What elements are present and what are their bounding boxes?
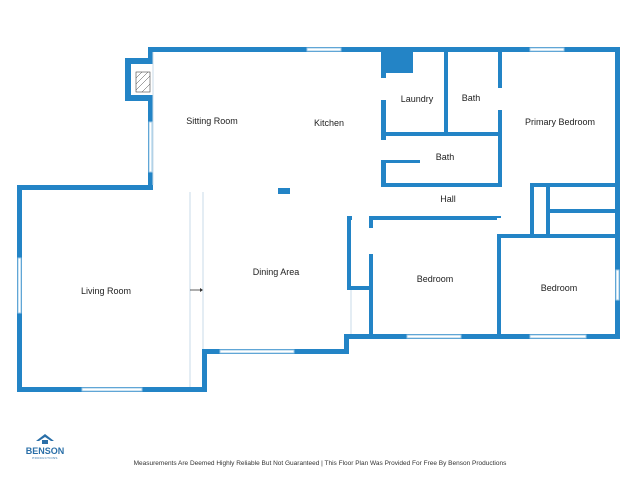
- wall-closet-bedroom-bottom: [347, 286, 373, 290]
- label-dining-area: Dining Area: [253, 267, 300, 277]
- wall-right: [615, 47, 620, 339]
- bath-fixture-line: [386, 160, 420, 163]
- window-dining: [219, 349, 295, 354]
- interior-walls: [152, 47, 620, 387]
- wall-left-upper: [148, 47, 153, 187]
- wall-bath-primary: [498, 47, 502, 187]
- logo-subtitle: PRODUCTIONS: [32, 456, 57, 460]
- wall-bottom-right: [347, 334, 620, 339]
- wall-living-top: [17, 185, 153, 190]
- wall-bedroom-divider: [497, 216, 501, 339]
- room-labels: Sitting Room Kitchen Laundry Bath Bath P…: [81, 93, 595, 296]
- label-sitting-room: Sitting Room: [186, 116, 238, 126]
- benson-logo: BENSON PRODUCTIONS: [26, 434, 65, 460]
- windows: [17, 47, 620, 392]
- wall-hall-end: [530, 183, 534, 238]
- wall-closet-mid: [546, 209, 620, 213]
- wall-bedroom-left: [369, 216, 373, 339]
- window-living-bottom: [81, 387, 143, 392]
- footer-disclaimer: Measurements Are Deemed Highly Reliable …: [134, 460, 507, 467]
- wall-primary-bottom: [530, 183, 620, 187]
- label-primary-bedroom: Primary Bedroom: [525, 117, 595, 127]
- window-bedroom-middle: [406, 334, 462, 339]
- label-bath-upper: Bath: [462, 93, 481, 103]
- window-kitchen: [306, 47, 342, 52]
- wall-closet-bottom: [530, 234, 620, 238]
- window-sitting-room: [148, 121, 153, 173]
- label-bath-lower: Bath: [436, 152, 455, 162]
- pantry-block: [383, 47, 413, 73]
- label-laundry: Laundry: [401, 94, 434, 104]
- fireplace-hearth: [135, 71, 151, 93]
- wall-bedroom-top: [347, 216, 501, 220]
- exterior-walls: [17, 47, 620, 392]
- house-body-icon: [42, 440, 48, 444]
- window-bedroom-right: [529, 334, 587, 339]
- house-roof-icon: [36, 434, 54, 441]
- label-kitchen: Kitchen: [314, 118, 344, 128]
- wall-laundry-bottom: [381, 132, 501, 136]
- label-hall: Hall: [440, 194, 456, 204]
- label-bedroom-middle: Bedroom: [417, 274, 454, 284]
- wall-bedroom-right-top: [497, 234, 534, 238]
- wall-step-bottom: [344, 334, 349, 354]
- wall-living-right-lower: [202, 349, 207, 392]
- wall-laundry-left: [381, 47, 386, 187]
- wall-laundry-bath: [444, 47, 448, 136]
- wall-closet-bedroom-left: [347, 216, 351, 288]
- label-living-room: Living Room: [81, 286, 131, 296]
- window-living-left: [17, 257, 22, 314]
- label-bedroom-right: Bedroom: [541, 283, 578, 293]
- window-bedroom-right-side: [615, 269, 620, 301]
- window-primary-bedroom: [529, 47, 565, 52]
- column-marker: [278, 188, 290, 194]
- logo-name: BENSON: [26, 446, 65, 456]
- wall-bath-bottom: [381, 183, 502, 187]
